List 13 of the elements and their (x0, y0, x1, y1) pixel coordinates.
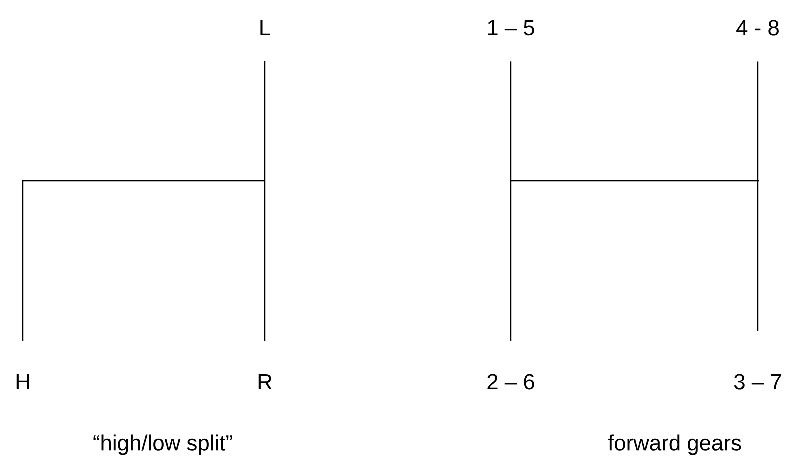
shift-path-line (22, 180, 265, 342)
gear-label: 3 – 7 (734, 374, 782, 390)
gear-label: R (258, 374, 272, 390)
caption-text: forward gears (608, 434, 742, 456)
shift-path-line (510, 62, 512, 342)
caption-text: “high/low split” (94, 434, 232, 456)
shift-path-line (264, 62, 266, 342)
gear-label: L (260, 20, 270, 36)
shift-path-line (757, 62, 759, 332)
gear-label: 1 – 5 (488, 20, 534, 36)
gear-label: 4 - 8 (736, 20, 779, 36)
gear-label: 2 – 6 (488, 374, 534, 390)
gear-label: H (16, 374, 30, 390)
